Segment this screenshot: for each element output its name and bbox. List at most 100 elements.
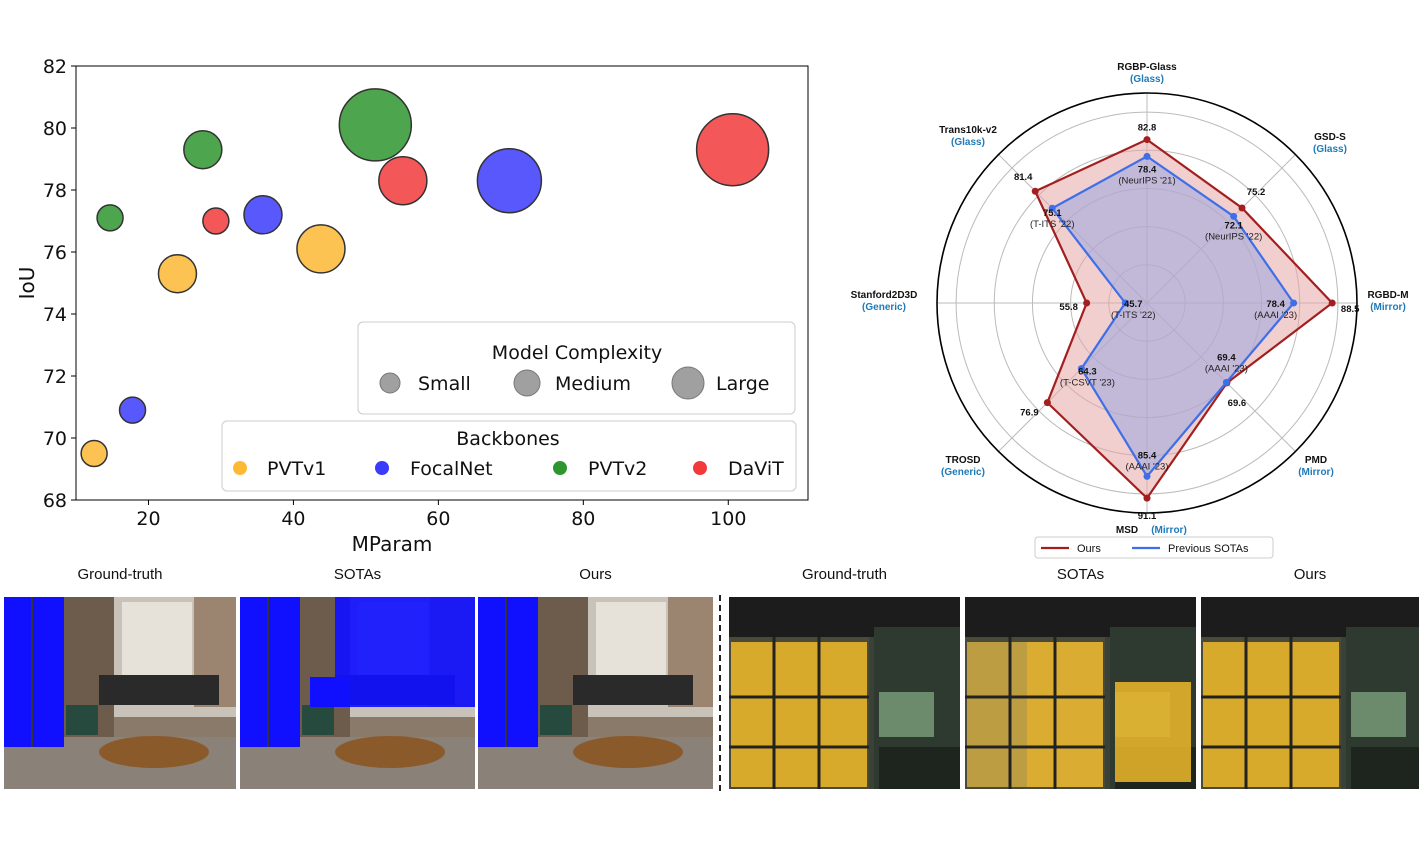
- caption-mirror-sotas: SOTAs: [1056, 566, 1105, 583]
- radar-value-ours: 55.8: [1059, 302, 1078, 313]
- y-tick-label: 68: [43, 490, 67, 512]
- bubble-focalnet: [476, 147, 543, 214]
- radar-value-sota: 78.4: [1138, 164, 1157, 175]
- radar-value-sota-source: (T-ITS '22): [1111, 310, 1156, 321]
- radar-value-ours: 75.2: [1247, 187, 1266, 198]
- radar-legend-label: Previous SOTAs: [1168, 543, 1249, 555]
- x-tick-label: 100: [710, 508, 746, 530]
- color-legend-marker: [375, 461, 389, 475]
- radar-value-sota: 72.1: [1224, 220, 1243, 231]
- radar-value-sota: 85.4: [1138, 450, 1157, 461]
- x-tick-label: 40: [281, 508, 305, 530]
- radar-outer-ring: [936, 92, 1358, 514]
- mirror-sotas-image: [965, 597, 1196, 789]
- color-legend-label: FocalNet: [410, 458, 493, 480]
- size-legend-marker: [671, 366, 705, 400]
- radar-point: [1238, 204, 1246, 212]
- y-tick-label: 70: [43, 428, 67, 450]
- radar-point: [1143, 136, 1151, 144]
- bubble-davit: [202, 207, 230, 235]
- radar-value-sota: 64.3: [1078, 367, 1097, 378]
- radar-value-sota: 75.1: [1043, 208, 1062, 219]
- radar-axis-name: GSD-S: [1314, 132, 1346, 143]
- glass-ground-truth-image: [4, 597, 236, 789]
- radar-axis-category: (Glass): [1130, 74, 1164, 85]
- radar-axis-name: Trans10k-v2: [939, 125, 997, 136]
- caption-mirror-ours: Ours: [1293, 566, 1327, 583]
- color-legend-marker: [233, 461, 247, 475]
- radar-point: [1222, 378, 1230, 386]
- y-tick-label: 78: [43, 180, 67, 202]
- radar-axis-category: (Glass): [1313, 144, 1347, 155]
- color-legend-marker: [553, 461, 567, 475]
- x-tick-label: 80: [571, 508, 595, 530]
- radar-point: [1048, 204, 1056, 212]
- bubble-focalnet: [243, 195, 283, 235]
- radar-point: [1083, 299, 1091, 307]
- caption-glass-ours: Ours: [579, 566, 612, 583]
- size-legend-marker: [513, 369, 541, 397]
- radar-point: [1121, 299, 1129, 307]
- size-legend-label: Large: [716, 373, 769, 395]
- radar-axis-name: TROSD: [946, 455, 981, 466]
- radar-axis-name: Stanford2D3D: [851, 290, 918, 301]
- x-axis-label: MParam: [352, 532, 433, 556]
- radar-value-ours: 82.8: [1138, 123, 1157, 134]
- bubble-pvtv2: [183, 129, 223, 170]
- x-tick-label: 60: [426, 508, 450, 530]
- y-tick-label: 72: [43, 366, 67, 388]
- dashed-divider: [719, 595, 721, 791]
- radar-axis-category: (Mirror): [1370, 302, 1406, 313]
- radar-value-sota: 69.4: [1217, 352, 1236, 363]
- radar-value-sota: 45.7: [1124, 299, 1143, 310]
- bubble-pvtv1: [296, 224, 346, 274]
- color-legend-box: [221, 420, 797, 492]
- radar-value-sota-source: (AAAI '23): [1126, 461, 1169, 472]
- mirror-ground-truth-image: [729, 597, 960, 789]
- radar-value-sota: 78.4: [1266, 299, 1285, 310]
- bubble-pvtv1: [80, 439, 108, 468]
- radar-axis-name: PMD: [1305, 455, 1327, 466]
- size-legend-marker: [379, 372, 401, 394]
- radar-value-sota-source: (T-ITS '22): [1030, 219, 1075, 230]
- radar-value-sota-source: (NeurIPS '22): [1205, 231, 1262, 242]
- radar-point: [1077, 365, 1085, 373]
- bubble-pvtv1: [157, 253, 198, 294]
- size-legend-label: Medium: [555, 373, 631, 395]
- radar-value-sota-source: (AAAI '23): [1205, 363, 1248, 374]
- radar-point: [1290, 299, 1298, 307]
- radar-value-sota-source: (NeurIPS '21): [1118, 175, 1175, 186]
- glass-sotas-image: [240, 597, 475, 789]
- radar-point: [1143, 152, 1151, 160]
- size-legend-label: Small: [418, 373, 471, 395]
- radar-chart: 82.875.288.569.691.176.955.881.478.4(Neu…: [851, 62, 1409, 559]
- radar-value-ours: 88.5: [1341, 304, 1360, 315]
- caption-mirror-ground-truth: Ground-truth: [801, 566, 888, 583]
- plot-frame: [75, 65, 809, 501]
- color-legend-title: Backbones: [456, 428, 559, 450]
- radar-axis-category: (Generic): [941, 467, 985, 478]
- color-legend-label: PVTv1: [267, 458, 326, 480]
- radar-axis-name: MSD: [1116, 525, 1138, 536]
- y-tick-label: 74: [43, 304, 67, 326]
- radar-point: [1230, 212, 1238, 220]
- radar-axis-category: (Mirror): [1298, 467, 1334, 478]
- glass-ours-image: [478, 597, 713, 789]
- radar-point: [1143, 472, 1151, 480]
- y-tick-label: 76: [43, 242, 67, 264]
- radar-value-ours: 69.6: [1228, 398, 1247, 409]
- radar-value-ours: 76.9: [1020, 408, 1039, 419]
- radar-value-ours: 81.4: [1014, 172, 1033, 183]
- radar-value-sota-source: (AAAI '23): [1254, 310, 1297, 321]
- radar-axis-category: (Mirror): [1151, 525, 1187, 536]
- radar-axis-name: RGBP-Glass: [1117, 62, 1177, 73]
- x-tick-label: 20: [136, 508, 160, 530]
- caption-glass-ground-truth: Ground-truth: [77, 566, 163, 583]
- radar-point: [1328, 299, 1336, 307]
- mirror-ours-image: [1201, 597, 1419, 789]
- radar-point: [1043, 399, 1051, 407]
- bubble-davit: [378, 155, 428, 206]
- radar-axis-category: (Generic): [862, 302, 906, 313]
- radar-point: [1143, 494, 1151, 502]
